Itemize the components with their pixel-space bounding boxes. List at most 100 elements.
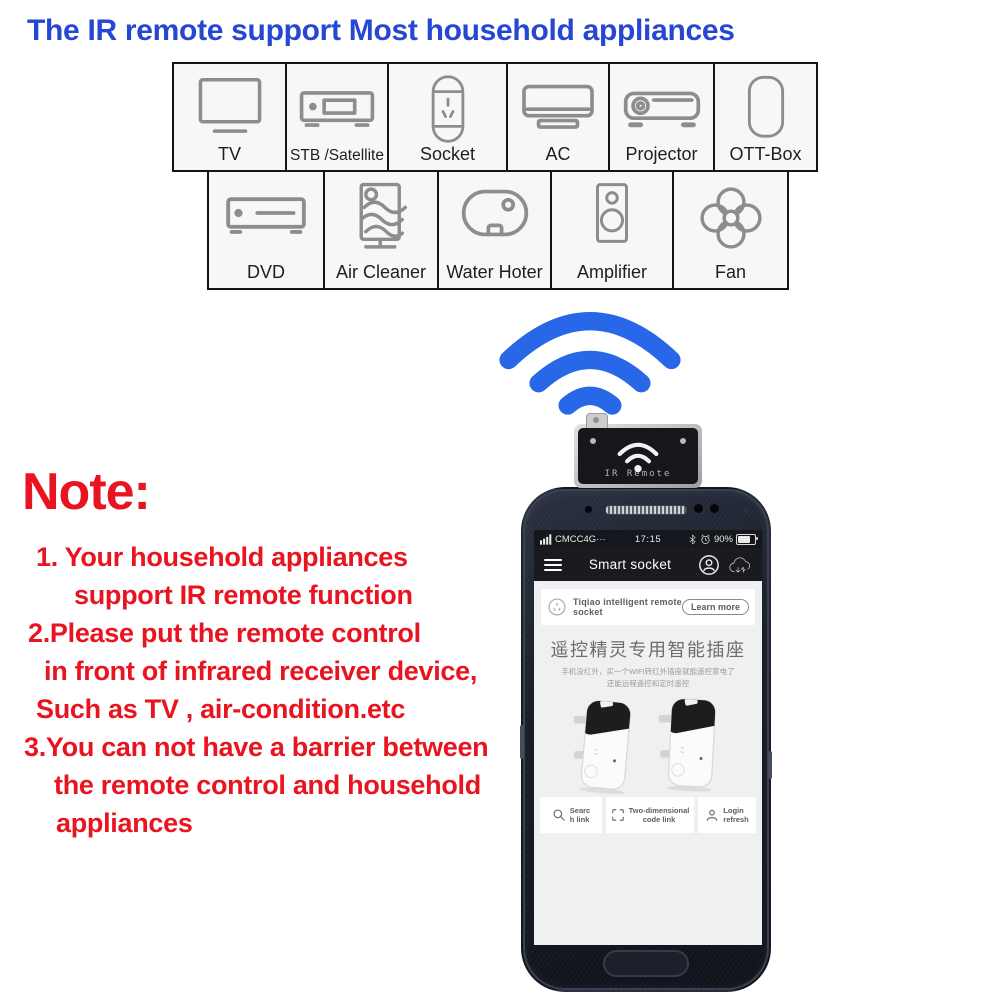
cloud-sync-button[interactable]	[728, 554, 752, 576]
app-content: Tiqiao intelligent remote socket Learn m…	[534, 589, 762, 945]
front-camera	[744, 508, 749, 513]
learn-more-button[interactable]: Learn more	[681, 599, 749, 615]
ott-box-icon	[747, 75, 784, 138]
login-refresh-button[interactable]: Login refresh	[698, 797, 756, 834]
search-link-button[interactable]: Searc h link	[540, 797, 602, 834]
note-section: Note: 1. Your household appliances suppo…	[22, 462, 489, 842]
proximity-sensor	[585, 506, 592, 513]
appliance-label: OTT-Box	[729, 144, 802, 164]
appliance-cell-water-heater: Water Hoter	[437, 170, 552, 290]
status-bar: CMCC4G··· 17:15 90%	[534, 530, 762, 548]
promo-line2: 还能远程遥控和定时遥控	[606, 678, 690, 688]
bluetooth-icon	[689, 534, 696, 544]
note-line: Such as TV , air-condition.etc	[36, 694, 406, 724]
stb-satellite-icon	[299, 91, 375, 127]
alarm-clock-icon	[701, 534, 710, 544]
socket-badge-icon	[548, 598, 566, 616]
page-title: The IR remote support Most household app…	[27, 14, 735, 47]
appliance-label: Fan	[714, 262, 747, 282]
appliance-cell-dvd: DVD	[207, 170, 325, 290]
app-bar: Smart socket	[534, 548, 762, 581]
power-button[interactable]	[768, 751, 772, 779]
note-line: support IR remote function	[74, 580, 413, 610]
appliance-label: AC	[545, 144, 571, 164]
dongle-screw-icon	[680, 438, 686, 444]
smart-socket-image	[658, 698, 716, 792]
battery-icon	[736, 533, 758, 545]
home-button[interactable]	[603, 950, 689, 977]
appliance-label: STB /Satellite	[290, 147, 384, 164]
projector-icon	[623, 91, 700, 128]
appliance-label: DVD	[246, 262, 285, 282]
note-heading: Note:	[22, 463, 151, 521]
appliance-cell-projector: Projector	[608, 62, 715, 172]
action-label-line: Searc	[569, 806, 591, 816]
appliance-cell-amplifier: Amplifier	[550, 170, 674, 290]
appliance-label: Air Cleaner	[335, 262, 427, 282]
note-line: appliances	[56, 808, 193, 838]
air-cleaner-icon	[359, 182, 408, 249]
appliance-grid-row2: DVD Air Cleaner Water Hoter Amplifier Fa…	[207, 170, 789, 290]
note-line: 3.You can not have a barrier between	[24, 732, 489, 762]
appliance-cell-air-cleaner: Air Cleaner	[323, 170, 439, 290]
promo-heading: 遥控精灵专用智能插座	[550, 640, 746, 660]
volume-button[interactable]	[520, 725, 524, 759]
signal-bars-icon	[540, 533, 552, 545]
status-time: 17:15	[634, 533, 662, 545]
fan-icon	[699, 187, 762, 249]
dongle-face: IR Remote	[578, 428, 698, 484]
action-label-line: Two-dimensional	[628, 806, 690, 816]
account-button[interactable]	[698, 554, 720, 576]
action-label-line: h link	[569, 815, 590, 825]
appliance-cell-ac: AC	[506, 62, 610, 172]
appliance-cell-socket: Socket	[387, 62, 508, 172]
appliance-cell-stb: STB /Satellite	[285, 62, 389, 172]
promo-line1: 手机没红外，买一个WIFI转红外插座就能遥控家电了	[561, 667, 735, 676]
app-title: Smart socket	[588, 557, 672, 572]
ac-icon	[522, 84, 594, 129]
dvd-icon	[226, 197, 306, 234]
water-heater-icon	[461, 189, 528, 237]
search-icon	[553, 809, 565, 822]
promo-subtext: 手机没红外，买一个WIFI转红外插座就能遥控家电了 还能远程遥控和定时遥控	[534, 666, 762, 689]
person-icon	[707, 810, 718, 822]
banner-text: Tiqiao intelligent remote socket	[573, 597, 682, 617]
tv-icon	[198, 78, 261, 133]
action-label-line: Login	[723, 806, 744, 816]
menu-button[interactable]	[544, 558, 562, 571]
qr-code-link-button[interactable]: Two-dimensional code link	[606, 797, 694, 834]
sensor-dot	[694, 504, 703, 513]
amplifier-icon	[595, 183, 629, 243]
appliance-label: Socket	[419, 144, 476, 164]
appliance-cell-fan: Fan	[672, 170, 789, 290]
appliance-label: TV	[217, 144, 241, 164]
appliance-label: Projector	[625, 144, 698, 164]
carrier-label: CMCC4G···	[555, 533, 606, 545]
sensor-dot	[710, 504, 719, 513]
note-line: 2.Please put the remote control	[28, 618, 421, 648]
action-row: Searc h link Two-dimensional code link	[534, 797, 762, 834]
ir-dongle: IR Remote	[574, 413, 702, 488]
note-line: the remote control and household	[54, 770, 481, 800]
appliance-cell-tv: TV	[172, 62, 287, 172]
dongle-screw-icon	[590, 438, 596, 444]
smart-socket-image	[573, 700, 632, 795]
earpiece-speaker	[605, 505, 687, 515]
wifi-signal-icon	[499, 312, 681, 415]
product-images	[534, 691, 762, 795]
note-line: 1. Your household appliances	[36, 542, 408, 572]
socket-icon	[431, 75, 464, 143]
note-line: in front of infrared receiver device,	[44, 656, 478, 686]
smartphone: CMCC4G··· 17:15 90% Smart socket	[520, 487, 772, 992]
scan-frame-icon	[611, 809, 624, 822]
promo-banner: Tiqiao intelligent remote socket Learn m…	[541, 589, 755, 625]
battery-percent: 90%	[713, 533, 733, 545]
action-label-line: refresh	[723, 815, 749, 825]
appliance-label: Water Hoter	[446, 262, 543, 282]
dongle-label: IR Remote	[604, 469, 672, 479]
dongle-wifi-icon	[617, 442, 659, 473]
appliance-cell-ott-box: OTT-Box	[713, 62, 818, 172]
appliance-grid-row1: TV STB /Satellite Socket AC Projector	[172, 62, 818, 172]
phone-screen: CMCC4G··· 17:15 90% Smart socket	[534, 530, 762, 945]
